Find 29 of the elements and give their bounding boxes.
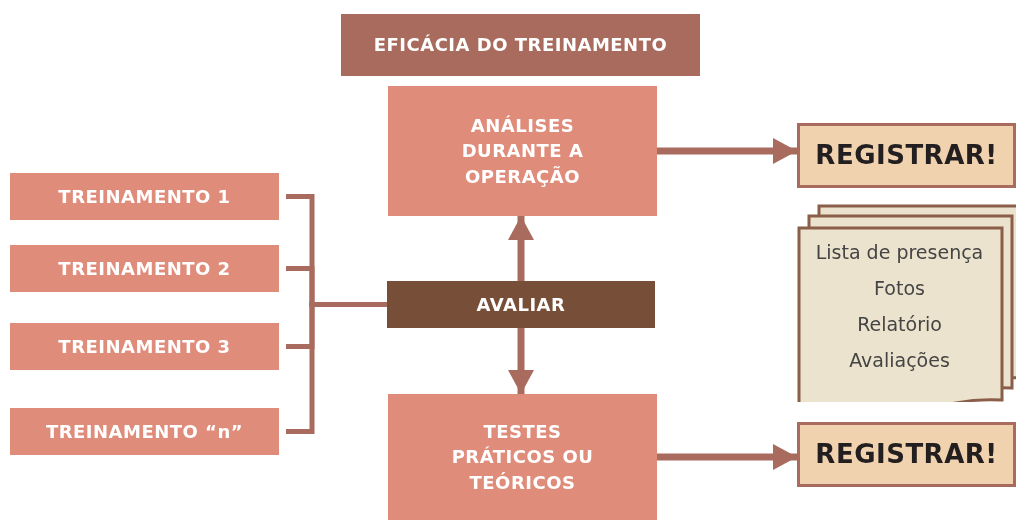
- action-box: [797, 422, 1016, 487]
- box-label: TREINAMENTO “n”: [45, 420, 244, 443]
- training-box: [10, 173, 279, 220]
- action-box: [797, 123, 1016, 188]
- action-label: REGISTRAR!: [815, 139, 998, 172]
- arrow: [508, 216, 534, 281]
- box-label: ANÁLISES DURANTE A OPERAÇÃO: [460, 114, 585, 189]
- training-box: [10, 408, 279, 455]
- box-label: TREINAMENTO 2: [58, 257, 231, 280]
- arrow: [508, 328, 534, 394]
- training-box: [10, 245, 279, 292]
- training-box: [10, 323, 279, 370]
- process-box: [388, 394, 657, 520]
- process-box: [388, 86, 657, 216]
- action-label: REGISTRAR!: [815, 438, 998, 471]
- bracket-connector: [286, 302, 387, 434]
- box-label: TREINAMENTO 3: [58, 335, 231, 358]
- title-box: [341, 14, 700, 76]
- document-item: Fotos: [874, 276, 925, 301]
- arrow: [657, 444, 797, 470]
- box-label: TESTES PRÁTICOS OU TEÓRICOS: [450, 420, 595, 495]
- box-label: EFICÁCIA DO TREINAMENTO: [373, 34, 668, 56]
- evaluate-box: [387, 281, 655, 328]
- box-label: TREINAMENTO 1: [58, 185, 231, 208]
- box-label: AVALIAR: [476, 293, 566, 316]
- document-item: Avaliações: [849, 348, 950, 373]
- document-item: Relatório: [857, 312, 942, 337]
- document-item: Lista de presença: [815, 240, 984, 265]
- arrow: [657, 138, 797, 164]
